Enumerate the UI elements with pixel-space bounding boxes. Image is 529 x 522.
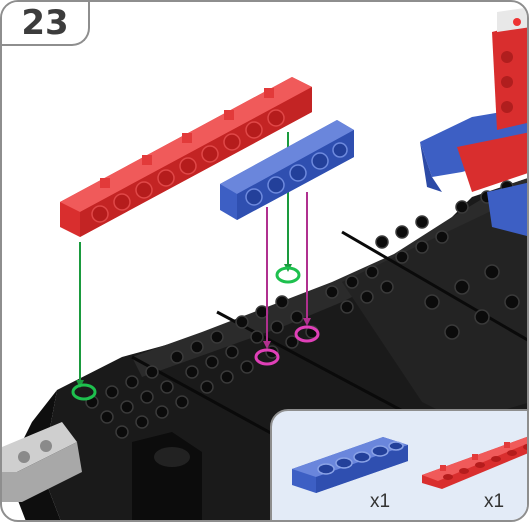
red-beam-part-icon	[418, 427, 529, 497]
parts-list-panel: x1 x1	[270, 409, 529, 522]
blue-beam-quantity: x1	[370, 491, 390, 513]
blue-beam-part-icon	[288, 431, 413, 496]
red-beam-quantity: x1	[484, 491, 504, 513]
step-number: 23	[2, 2, 90, 46]
black-axle-block	[132, 432, 202, 522]
